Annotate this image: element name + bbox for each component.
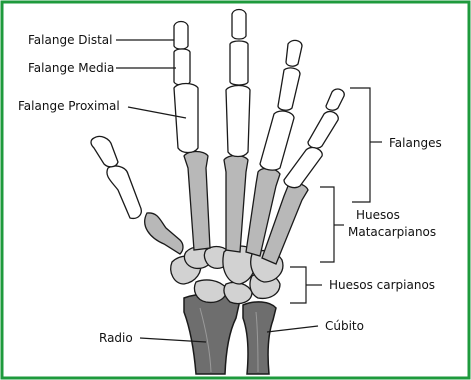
label-huesos-carpianos: Huesos carpianos: [329, 278, 435, 292]
index-distal-phalanx: [174, 22, 188, 50]
index-middle-phalanx: [174, 49, 190, 85]
label-falange-media: Falange Media: [28, 61, 114, 75]
label-falange-distal: Falange Distal: [28, 33, 112, 47]
label-falange-proximal: Falange Proximal: [18, 99, 120, 113]
middle-proximal-phalanx: [226, 86, 250, 157]
label-cubito: Cúbito: [325, 319, 364, 333]
middle-middle-phalanx: [230, 41, 248, 85]
label-radio: Radio: [99, 331, 133, 345]
middle-distal-phalanx: [232, 10, 246, 40]
label-huesos-metacarpianos-2: Matacarpianos: [348, 225, 436, 239]
label-falanges: Falanges: [389, 136, 442, 150]
carpal-lunate: [194, 280, 226, 302]
label-huesos-metacarpianos-1: Huesos: [356, 208, 400, 222]
